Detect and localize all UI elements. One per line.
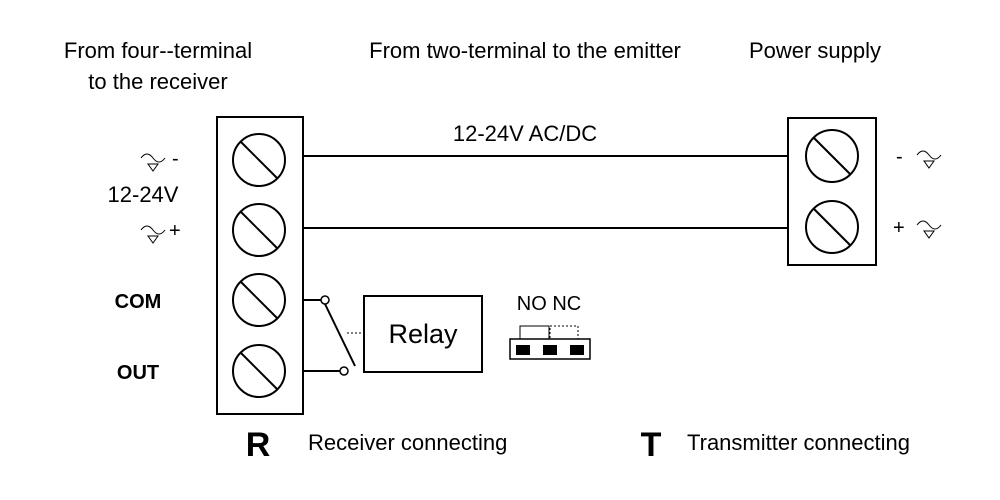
jumper-block bbox=[509, 325, 591, 360]
relay-box bbox=[363, 295, 483, 373]
receiver-voltage-label: 12-24V bbox=[108, 182, 179, 207]
ac-dc-symbol-icon bbox=[916, 150, 942, 169]
screw-terminal-icon bbox=[232, 203, 286, 257]
transmitter-letter: T bbox=[641, 426, 662, 464]
screw-terminal-icon bbox=[232, 133, 286, 187]
receiver-letter: R bbox=[246, 426, 271, 464]
power-minus-sign: - bbox=[896, 146, 903, 168]
supply-wire-label: 12-24V AC/DC bbox=[453, 121, 597, 146]
receiver-header-line1: From four--terminal bbox=[64, 38, 252, 63]
screw-terminal-icon bbox=[232, 344, 286, 398]
com-contact bbox=[320, 295, 330, 305]
power-plus-sign: + bbox=[893, 217, 905, 239]
out-label: OUT bbox=[117, 362, 159, 384]
screw-terminal-icon bbox=[805, 200, 859, 254]
emitter-header: From two-terminal to the emitter bbox=[369, 38, 681, 63]
ac-dc-symbol-icon bbox=[916, 220, 942, 239]
out-contact bbox=[339, 366, 349, 376]
receiver-minus-sign: - bbox=[172, 148, 179, 170]
power-supply-header: Power supply bbox=[749, 38, 881, 63]
ac-dc-symbol-icon bbox=[140, 153, 166, 172]
switch-arm bbox=[324, 303, 356, 367]
receiver-header-line2: to the receiver bbox=[88, 69, 227, 94]
ac-dc-symbol-icon bbox=[140, 225, 166, 244]
screw-terminal-icon bbox=[232, 273, 286, 327]
relay-label: Relay bbox=[388, 319, 458, 349]
receiver-legend-text: Receiver connecting bbox=[308, 430, 507, 455]
transmitter-legend-text: Transmitter connecting bbox=[687, 430, 910, 455]
screw-terminal-icon bbox=[805, 129, 859, 183]
com-label: COM bbox=[115, 291, 162, 313]
receiver-plus-sign: + bbox=[169, 220, 181, 242]
jumper-label: NO NC bbox=[517, 293, 581, 315]
